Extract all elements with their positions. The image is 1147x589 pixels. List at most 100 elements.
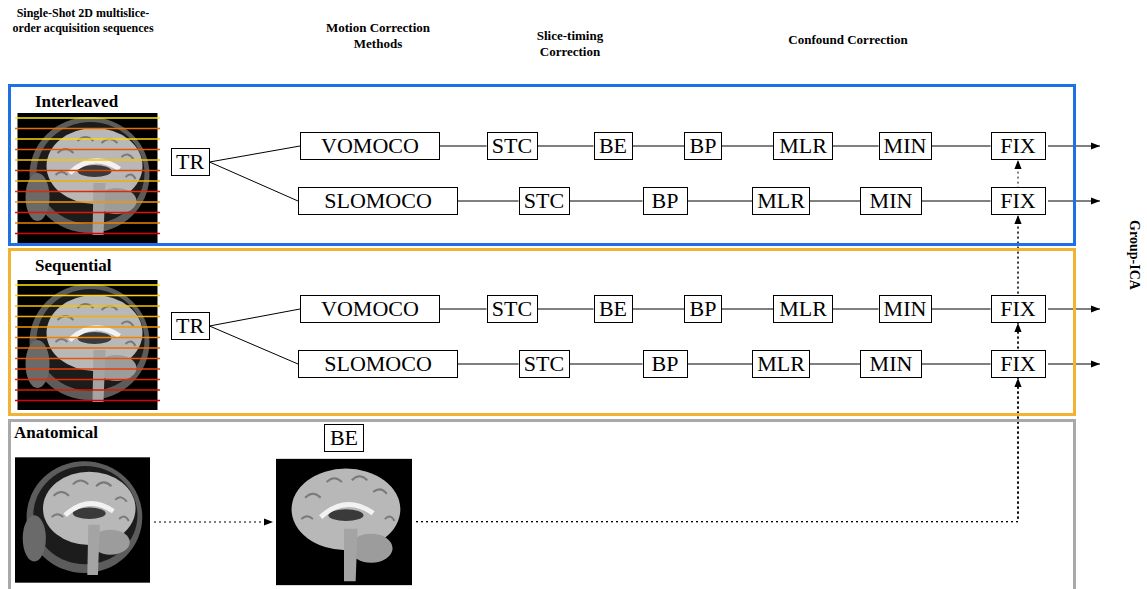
process-box: MIN — [879, 295, 932, 323]
process-box: STC — [487, 295, 538, 323]
process-box: MLR — [773, 295, 833, 323]
box-label: STC — [524, 190, 564, 212]
process-box: BE — [594, 132, 633, 160]
process-box: FIX — [991, 132, 1046, 160]
connector — [722, 309, 773, 310]
connector — [688, 201, 753, 202]
process-box: TR — [171, 312, 210, 340]
slice-lines — [15, 285, 160, 401]
brain-image — [276, 459, 412, 585]
box-label: TR — [176, 151, 204, 173]
connector — [932, 146, 991, 147]
box-label: MLR — [757, 353, 805, 375]
box-label: TR — [176, 315, 204, 337]
dotted-arrow — [154, 522, 273, 523]
box-label: VOMOCO — [321, 135, 419, 157]
process-box: STC — [519, 350, 570, 378]
connector — [810, 364, 860, 365]
connector — [633, 309, 685, 310]
connector — [458, 364, 519, 365]
connector — [210, 162, 299, 201]
process-box: TR — [171, 148, 210, 176]
output-label: Group-ICA — [1125, 220, 1143, 290]
connector — [538, 309, 594, 310]
process-box: VOMOCO — [300, 295, 440, 323]
box-label: SLOMOCO — [324, 190, 432, 212]
process-box: BP — [684, 132, 722, 160]
process-box: SLOMOCO — [298, 350, 458, 378]
process-box: BE — [594, 295, 633, 323]
process-box: BP — [643, 187, 688, 215]
panel-heading: Interleaved — [35, 92, 118, 112]
box-label: MLR — [779, 298, 827, 320]
connector — [810, 201, 860, 202]
connector — [210, 326, 299, 364]
connector — [440, 309, 487, 310]
process-box: MIN — [860, 187, 922, 215]
column-header: Slice-timing Correction — [522, 28, 618, 61]
box-label: STC — [492, 135, 532, 157]
slice-lines — [15, 118, 160, 234]
box-label: VOMOCO — [321, 298, 419, 320]
box-label: BP — [652, 190, 679, 212]
panel-heading: Anatomical — [14, 423, 98, 443]
process-box: FIX — [991, 295, 1046, 323]
box-label: MIN — [884, 298, 927, 320]
connector — [932, 309, 991, 310]
process-box: STC — [519, 187, 570, 215]
process-box: MLR — [752, 187, 810, 215]
dotted-arrow — [416, 378, 1018, 522]
box-label: BE — [324, 424, 364, 452]
process-box: SLOMOCO — [298, 187, 458, 215]
connector — [440, 146, 487, 147]
process-box: MLR — [773, 132, 833, 160]
connector — [722, 146, 773, 147]
connector — [538, 146, 594, 147]
connector — [833, 309, 879, 310]
box-label: BP — [652, 353, 679, 375]
connector — [922, 201, 991, 202]
box-label: BP — [690, 298, 717, 320]
connector — [922, 364, 991, 365]
box-label: FIX — [1000, 298, 1035, 320]
process-box: MIN — [879, 132, 932, 160]
connector — [633, 146, 685, 147]
connector — [833, 146, 879, 147]
mri-image — [15, 457, 150, 582]
dotted-arrow — [416, 323, 1018, 522]
process-box: BP — [643, 350, 688, 378]
box-label: MIN — [884, 135, 927, 157]
column-header: Confound Correction — [768, 32, 928, 48]
connector — [210, 146, 301, 162]
box-label: STC — [492, 298, 532, 320]
image-node: BE — [272, 422, 416, 588]
dotted-arrow — [416, 160, 1018, 522]
process-box: MLR — [752, 350, 810, 378]
process-box: VOMOCO — [300, 132, 440, 160]
column-header: Single-Shot 2D multislice-order acquisit… — [8, 6, 158, 36]
process-box: FIX — [991, 187, 1046, 215]
connector — [570, 364, 643, 365]
process-box: STC — [487, 132, 538, 160]
group-panel: InterleavedTR VOMOCO STC BE BP MLR MIN FIX SLOMO… — [8, 84, 1076, 246]
connector — [210, 309, 301, 326]
process-box: MIN — [860, 350, 922, 378]
box-label: FIX — [1000, 190, 1035, 212]
box-label: FIX — [1000, 135, 1035, 157]
dotted-arrow — [416, 215, 1018, 522]
box-label: MLR — [779, 135, 827, 157]
box-label: MIN — [870, 353, 913, 375]
box-label: BE — [599, 298, 627, 320]
box-label: BE — [599, 135, 627, 157]
process-box: BP — [684, 295, 722, 323]
box-label: SLOMOCO — [324, 353, 432, 375]
connector — [458, 201, 519, 202]
box-label: BP — [690, 135, 717, 157]
box-label: STC — [524, 353, 564, 375]
connector — [688, 364, 753, 365]
process-box: FIX — [991, 350, 1046, 378]
panel-heading: Sequential — [35, 256, 112, 276]
group-panel: Anatomical BE — [8, 419, 1076, 589]
